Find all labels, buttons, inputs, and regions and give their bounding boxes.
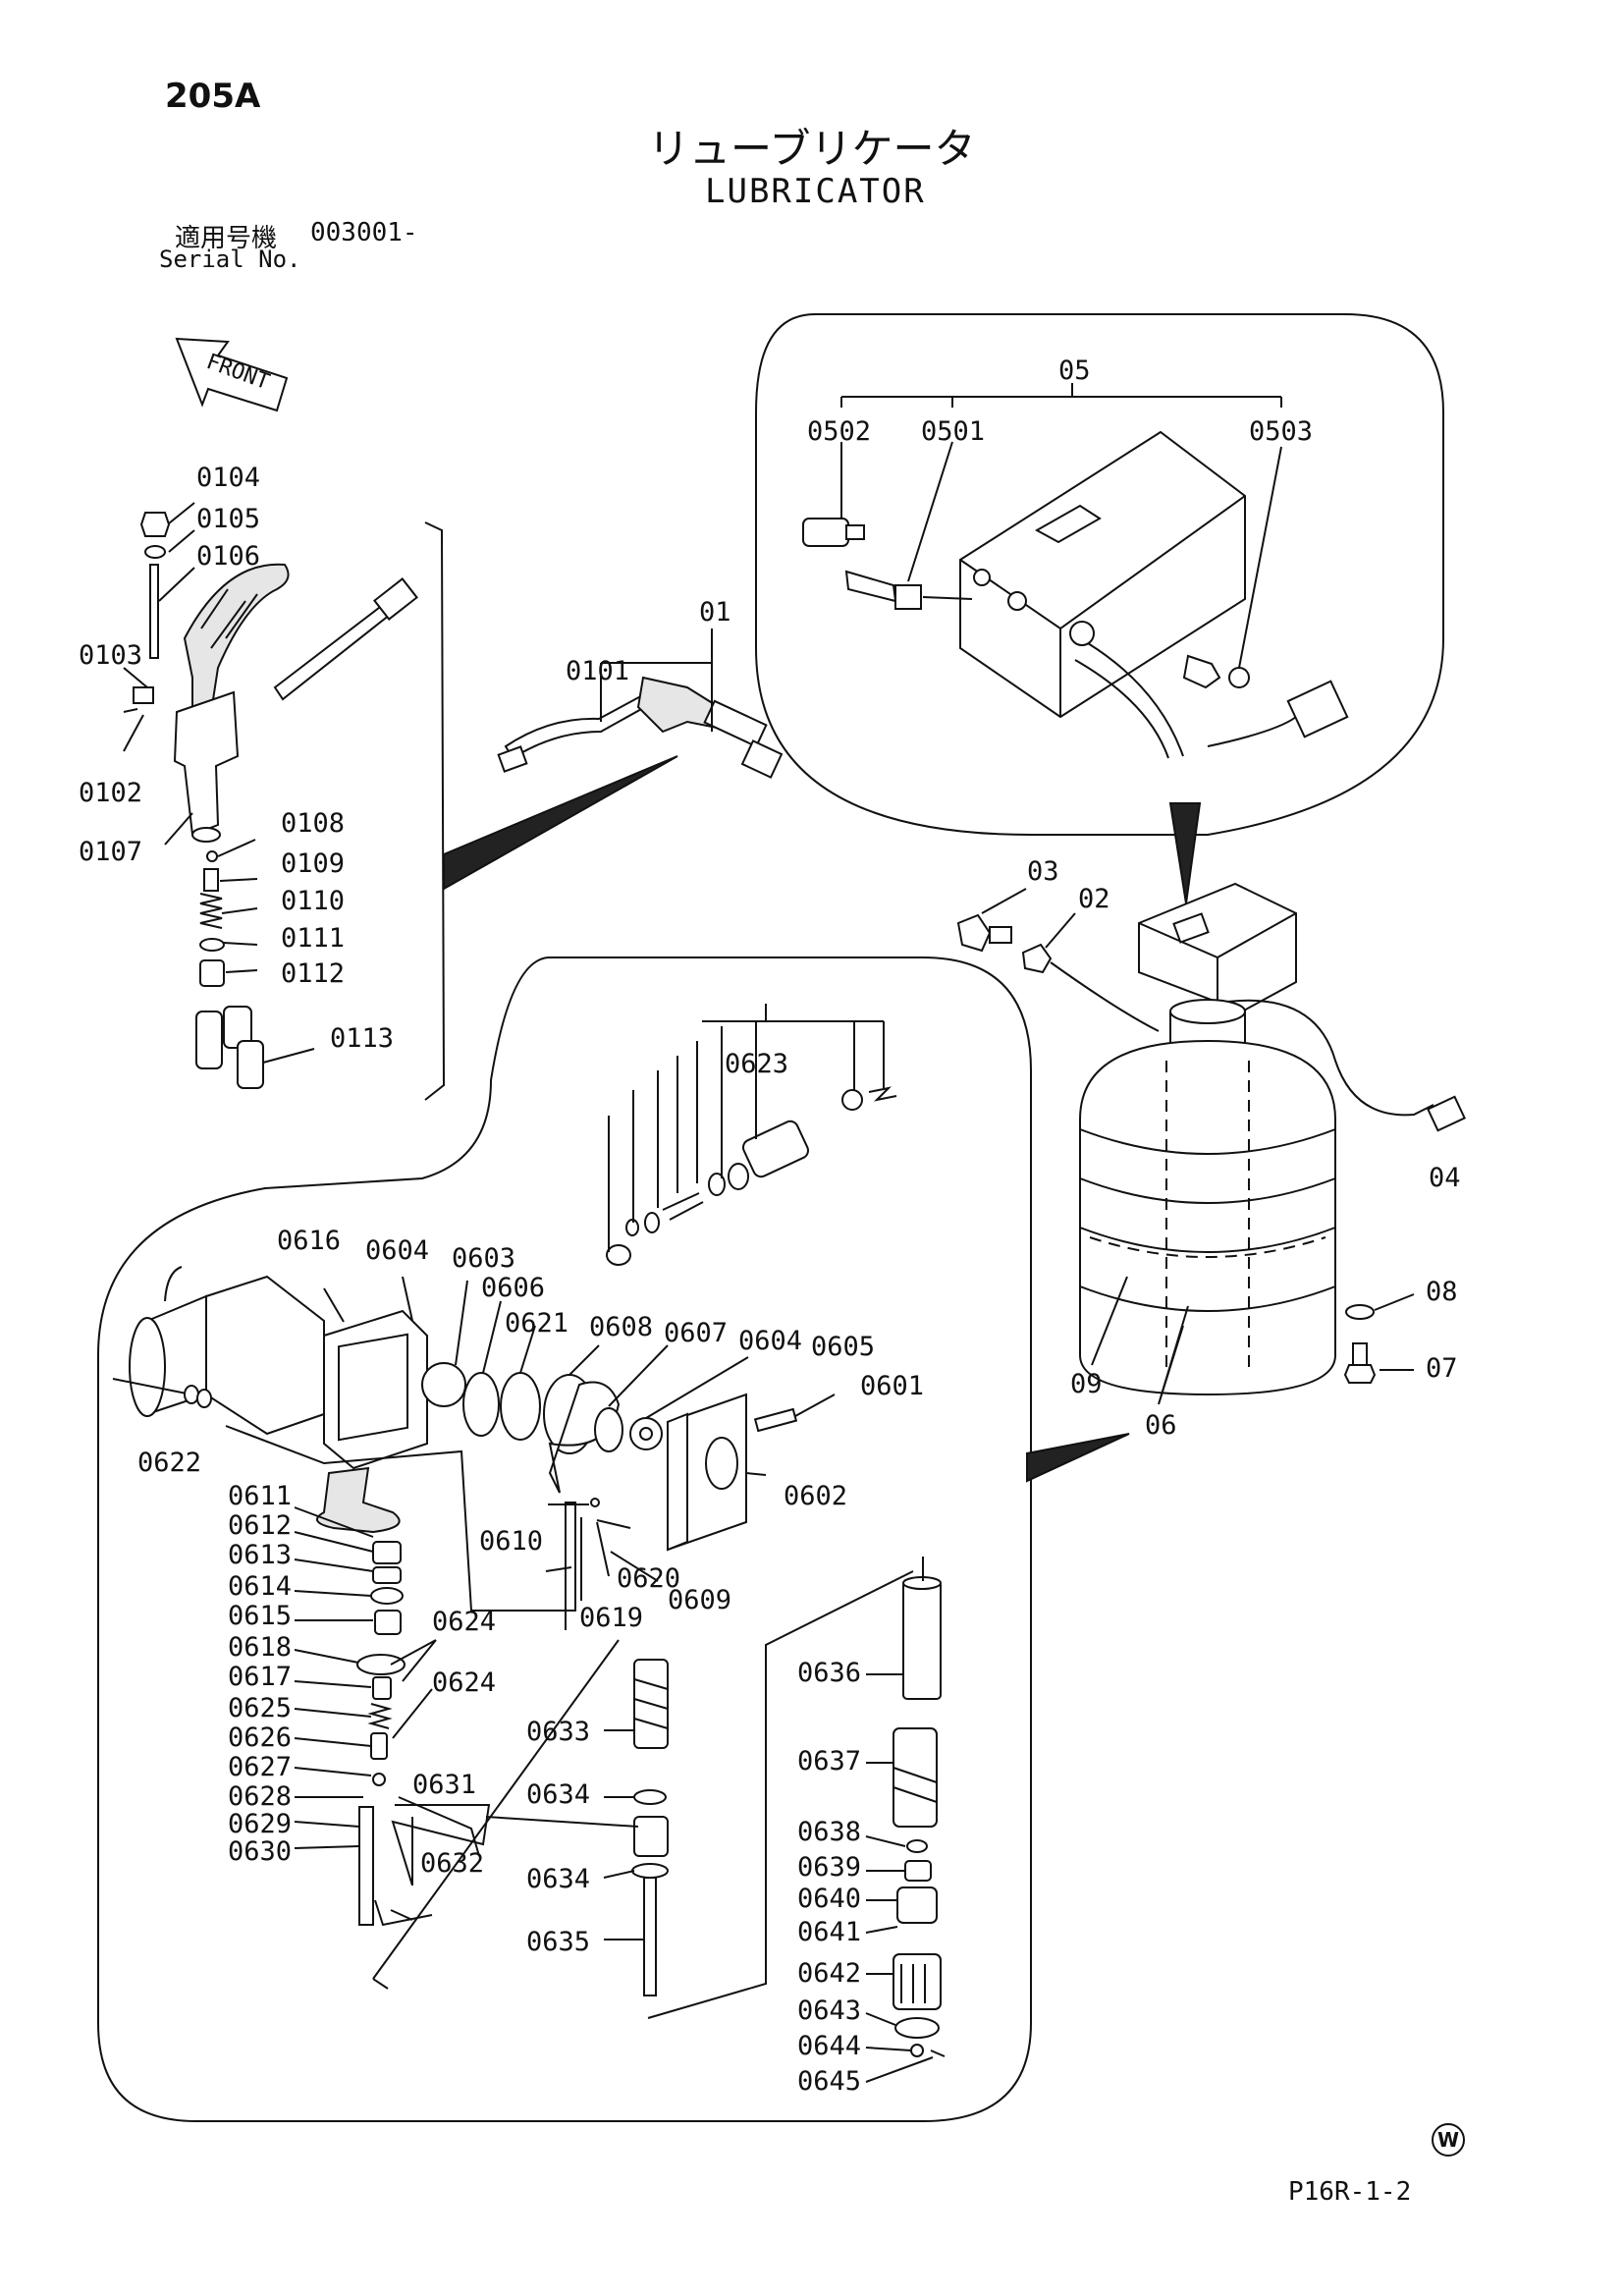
part-label-0629: 0629 <box>228 1809 292 1839</box>
part-label-0605: 0605 <box>811 1332 875 1362</box>
part-label-0644: 0644 <box>797 2031 861 2061</box>
part-label-0606: 0606 <box>481 1273 545 1303</box>
part-label-0620: 0620 <box>617 1563 680 1594</box>
part-label-0603: 0603 <box>452 1243 515 1274</box>
part-label-0639: 0639 <box>797 1852 861 1883</box>
part-label-0104: 0104 <box>196 463 260 493</box>
part-label-01: 01 <box>699 597 731 628</box>
serial-label-japanese: 適用号機 <box>175 224 278 253</box>
part-label-0112: 0112 <box>281 958 345 989</box>
part-label-0503: 0503 <box>1249 416 1313 447</box>
part-label-0634-upper: 0634 <box>526 1779 590 1810</box>
part-label-0107: 0107 <box>79 837 142 867</box>
part-label-0622: 0622 <box>137 1448 201 1478</box>
part-label-0106: 0106 <box>196 541 260 572</box>
part-label-0610: 0610 <box>479 1526 543 1557</box>
part-label-0624-upper: 0624 <box>432 1607 496 1637</box>
page-title: LUBRICATOR <box>705 172 926 211</box>
part-label-0643: 0643 <box>797 1995 861 2026</box>
part-label-0635: 0635 <box>526 1927 590 1957</box>
part-label-0109: 0109 <box>281 848 345 879</box>
part-label-0601: 0601 <box>860 1371 924 1401</box>
part-label-0604-top: 0604 <box>365 1235 429 1266</box>
part-label-0632: 0632 <box>420 1848 484 1879</box>
part-label-07: 07 <box>1426 1353 1458 1384</box>
part-label-0609: 0609 <box>668 1585 731 1615</box>
part-label-0607: 0607 <box>664 1318 728 1348</box>
part-label-0621: 0621 <box>505 1308 568 1339</box>
part-label-0102: 0102 <box>79 778 142 808</box>
part-label-0614: 0614 <box>228 1571 292 1602</box>
serial-label: Serial No. <box>159 246 301 273</box>
part-label-0617: 0617 <box>228 1662 292 1692</box>
part-label-08: 08 <box>1426 1277 1458 1307</box>
part-label-0645: 0645 <box>797 2066 861 2097</box>
part-label-0615: 0615 <box>228 1601 292 1631</box>
part-label-09: 09 <box>1070 1369 1103 1399</box>
part-label-0625: 0625 <box>228 1693 292 1723</box>
part-label-0642: 0642 <box>797 1958 861 1989</box>
part-label-0110: 0110 <box>281 886 345 916</box>
group-06-drawing <box>97 956 1130 2122</box>
group-05-drawing <box>755 313 1444 904</box>
part-label-0638: 0638 <box>797 1817 861 1847</box>
page-title-japanese: リューブリケータ <box>648 125 976 173</box>
part-label-0101: 0101 <box>566 656 629 686</box>
part-label-0103: 0103 <box>79 640 142 671</box>
part-label-0502: 0502 <box>807 416 871 447</box>
part-label-0613: 0613 <box>228 1540 292 1570</box>
part-label-0604-right: 0604 <box>738 1326 802 1356</box>
part-label-0627: 0627 <box>228 1752 292 1782</box>
part-label-0111: 0111 <box>281 923 345 954</box>
part-label-0626: 0626 <box>228 1722 292 1753</box>
part-label-0634-lower: 0634 <box>526 1864 590 1894</box>
part-label-0633: 0633 <box>526 1717 590 1747</box>
w-mark-icon: W <box>1432 2123 1465 2157</box>
part-label-0631: 0631 <box>412 1770 476 1800</box>
part-label-0501: 0501 <box>921 416 985 447</box>
part-label-0624-lower: 0624 <box>432 1667 496 1698</box>
part-label-0618: 0618 <box>228 1632 292 1663</box>
part-label-0641: 0641 <box>797 1917 861 1947</box>
gun-0101-drawing <box>497 629 784 779</box>
part-label-04: 04 <box>1429 1163 1461 1193</box>
part-label-0612: 0612 <box>228 1510 292 1541</box>
part-label-0616: 0616 <box>277 1226 341 1256</box>
serial-value: 003001- <box>310 218 418 247</box>
part-label-0113: 0113 <box>330 1023 394 1054</box>
part-label-06: 06 <box>1145 1410 1177 1441</box>
part-label-0108: 0108 <box>281 808 345 839</box>
part-label-0628: 0628 <box>228 1781 292 1812</box>
part-label-0640: 0640 <box>797 1884 861 1914</box>
part-label-0623: 0623 <box>725 1049 788 1079</box>
part-label-0105: 0105 <box>196 504 260 534</box>
tank-drawing <box>956 882 1466 1405</box>
part-label-03: 03 <box>1027 856 1059 887</box>
part-label-0602: 0602 <box>784 1481 847 1511</box>
part-label-05: 05 <box>1058 355 1091 386</box>
part-label-0630: 0630 <box>228 1836 292 1867</box>
group-01-drawing <box>123 502 678 1101</box>
page-number: 205A <box>165 77 261 116</box>
part-label-0636: 0636 <box>797 1658 861 1688</box>
part-label-0611: 0611 <box>228 1481 292 1511</box>
part-label-0637: 0637 <box>797 1746 861 1777</box>
part-label-02: 02 <box>1078 884 1110 914</box>
page-code: P16R-1-2 <box>1288 2177 1412 2207</box>
part-label-0619: 0619 <box>579 1603 643 1633</box>
part-label-0608: 0608 <box>589 1312 653 1342</box>
front-arrow-icon: FRONT <box>175 337 289 412</box>
